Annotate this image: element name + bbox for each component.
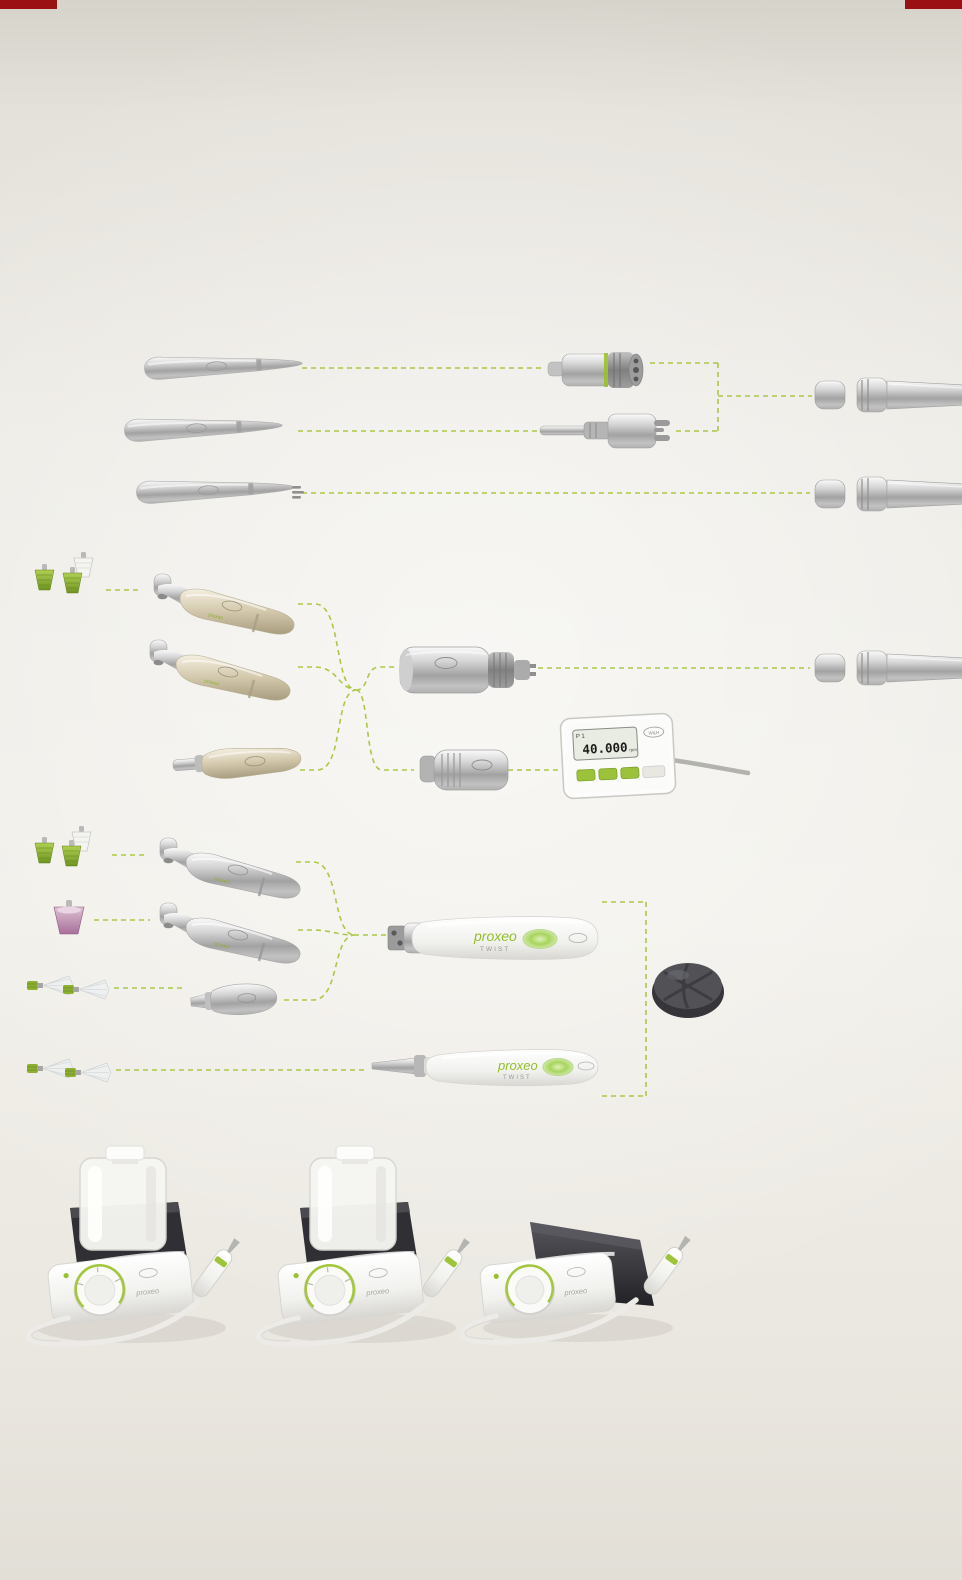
wh-logo-icon <box>434 657 458 669</box>
contra-angle-handpiece-3 <box>158 836 302 900</box>
wh-logo-icon <box>577 1061 595 1071</box>
turbine-handpiece-3 <box>135 475 296 505</box>
green-button[interactable] <box>598 767 618 781</box>
status-window <box>522 929 558 949</box>
scaler-base-unit: proxeo <box>479 1251 616 1324</box>
piezo-scaler-unit-2 <box>259 1146 474 1344</box>
electric-motor <box>419 749 509 791</box>
rpm-display <box>572 726 639 761</box>
proxeo-label: proxeo <box>473 928 517 944</box>
top-left-red-accent-bar <box>0 0 57 9</box>
green-button[interactable] <box>620 766 640 780</box>
piezo-scaler-unit-1 <box>29 1146 244 1344</box>
turbine-connector-pins <box>292 486 304 499</box>
wh-logo-icon <box>471 759 493 771</box>
display-rpm-unit: rpm <box>629 747 637 752</box>
gray-button[interactable] <box>642 765 666 778</box>
turbine-handpiece-1 <box>143 351 304 381</box>
air-motor <box>399 646 536 694</box>
prophy-cup-pink-icon <box>53 900 85 935</box>
supply-hose-connector-2 <box>814 476 962 512</box>
wh-logo-icon <box>566 1267 586 1277</box>
connector-lines <box>94 362 812 1097</box>
wh-logo-icon <box>568 932 588 943</box>
supply-hose-connector-3 <box>814 650 962 686</box>
contra-angle-handpiece-4 <box>158 901 302 965</box>
quick-coupling-2 <box>539 413 670 449</box>
display-rpm-value: 40.000 <box>582 739 628 756</box>
top-right-red-accent-bar <box>905 0 962 9</box>
power-led <box>493 1273 499 1279</box>
status-window <box>542 1058 574 1076</box>
scaler-handpiece <box>643 1235 691 1295</box>
prophy-nose-cone <box>190 983 278 1015</box>
cordless-prophy-handpiece-2: proxeo TWIST <box>371 1049 599 1087</box>
wh-logo-icon <box>643 726 665 738</box>
twist-label: TWIST <box>503 1075 532 1081</box>
contra-angle-handpiece-1 <box>152 572 296 636</box>
piezo-scaler-unit-3: proxeo <box>459 1222 691 1345</box>
straight-handpiece <box>172 748 302 779</box>
proxeo-label: proxeo <box>563 1286 588 1297</box>
turbine-handpiece-2 <box>123 413 284 443</box>
motor-control-unit: P 1 40.000 rpm W&H <box>559 712 677 800</box>
foot-control <box>652 963 724 1018</box>
prophy-cup-green-icon <box>34 563 55 591</box>
display-mode-label: P 1 <box>576 734 586 740</box>
proxeo-label: proxeo <box>497 1058 538 1073</box>
control-unit-rod <box>669 757 751 776</box>
contra-angle-handpiece-2 <box>148 638 292 702</box>
cordless-prophy-handpiece-1: proxeo TWIST <box>387 916 599 960</box>
quick-coupling-1 <box>547 352 644 388</box>
green-button[interactable] <box>576 768 596 782</box>
supply-cable <box>459 1297 639 1345</box>
wh-logo-text: W&H <box>648 730 659 736</box>
twist-label: TWIST <box>480 946 510 953</box>
supply-hose-connector-1 <box>814 377 962 413</box>
prophy-cup-green-icon <box>34 836 55 864</box>
